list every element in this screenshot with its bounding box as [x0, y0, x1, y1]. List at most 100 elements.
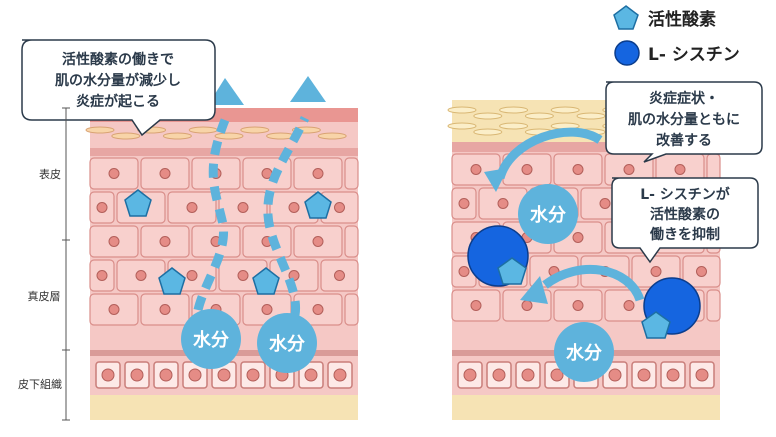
ros-pentagon	[124, 189, 152, 217]
surface-flake	[499, 106, 529, 114]
right-top-callout-line-1: 炎症症状・	[649, 90, 719, 107]
surface-flake	[499, 122, 529, 130]
left-callout-bubble	[21, 39, 216, 137]
skin-cell	[344, 157, 359, 190]
right-mid-callout-bubble	[611, 177, 759, 264]
right-arc-arrow-bottom	[542, 264, 645, 302]
right-subcutaneous-cells	[457, 361, 715, 389]
ros-pentagon	[641, 311, 671, 339]
water-label: 水分	[566, 342, 602, 364]
left-dashed-arrow-1	[193, 118, 230, 312]
legend-cystine-icon	[614, 40, 640, 66]
right-arc-head-bottom	[520, 276, 548, 304]
skin-cell	[344, 293, 359, 326]
right-cystine-binding	[467, 225, 701, 339]
water-label: 水分	[530, 204, 566, 226]
cell-nucleus	[237, 270, 249, 281]
cell-nucleus	[312, 236, 324, 247]
cell-nucleus	[674, 164, 686, 175]
cell-nucleus	[188, 368, 202, 382]
cell-nucleus	[608, 368, 622, 382]
water-label: 水分	[193, 329, 229, 351]
right-top-callout-line-2: 肌の水分量ともに	[628, 111, 740, 128]
left-callout-line-1: 活性酸素の働きで	[62, 51, 174, 68]
cell-nucleus	[96, 270, 108, 281]
cell-nucleus	[217, 368, 231, 382]
cell-nucleus	[521, 300, 533, 311]
cell-nucleus	[246, 368, 260, 382]
cell-nucleus	[108, 168, 120, 179]
cell-nucleus	[101, 368, 115, 382]
cell-nucleus	[334, 270, 345, 281]
surface-flake	[447, 106, 477, 114]
cell-nucleus	[521, 368, 535, 382]
surface-flake	[111, 132, 141, 140]
surface-flake	[85, 126, 115, 134]
surface-flake	[188, 126, 218, 134]
surface-flake	[317, 132, 347, 140]
cell-nucleus	[550, 368, 564, 382]
left-arrow-head-1	[208, 78, 244, 105]
right-mid-callout-line-1: L- シスチンが	[640, 186, 731, 203]
ros-pentagon	[497, 257, 527, 285]
water-circle	[518, 184, 578, 244]
right-arc-arrow-top	[495, 127, 603, 180]
cell-nucleus	[130, 368, 144, 382]
surface-flake	[214, 132, 244, 140]
water-circle	[181, 309, 241, 369]
cell-nucleus	[237, 202, 249, 213]
cell-nucleus	[572, 232, 584, 243]
right-mid-callout: L- シスチンが 活性酸素の 働きを抑制	[611, 177, 759, 264]
cell-nucleus	[186, 202, 198, 213]
surface-flake	[162, 132, 192, 140]
cell-nucleus	[572, 164, 584, 175]
epidermis-label: 表皮	[39, 167, 61, 181]
cell-nucleus	[312, 168, 324, 179]
cell-nucleus	[458, 198, 470, 209]
surface-flake	[447, 122, 477, 130]
water-circle	[554, 322, 614, 382]
cell-nucleus	[304, 368, 318, 382]
surface-flake	[550, 106, 580, 114]
cell-nucleus	[108, 236, 120, 247]
skin-cell	[706, 289, 721, 322]
ros-pentagon	[304, 191, 332, 219]
right-arc-head-top	[484, 168, 508, 192]
surface-flake	[473, 112, 503, 120]
right-top-callout-line-3: 改善する	[656, 132, 712, 149]
right-water-bubbles: 水分 水分	[518, 184, 614, 382]
cell-nucleus	[599, 198, 611, 209]
left-callout-line-3: 炎症が起こる	[76, 93, 160, 110]
surface-flake	[240, 126, 270, 134]
cell-nucleus	[572, 300, 584, 311]
cell-nucleus	[463, 368, 477, 382]
left-fat-layer	[90, 395, 358, 420]
left-skin-section	[85, 108, 359, 420]
cell-nucleus	[261, 304, 273, 315]
cell-nucleus	[159, 236, 171, 247]
surface-flake	[473, 128, 503, 136]
cell-nucleus	[108, 304, 120, 315]
legend-ros-icon	[613, 5, 639, 30]
left-callout: 活性酸素の働きで 肌の水分量が減少し 炎症が起こる	[21, 39, 216, 137]
water-circle	[257, 313, 317, 373]
cell-nucleus	[521, 164, 533, 175]
cell-nucleus	[135, 270, 147, 281]
cell-nucleus	[492, 368, 506, 382]
dermis-label: 真皮層	[28, 289, 61, 303]
right-top-callout-bubble	[605, 81, 763, 163]
cell-nucleus	[623, 164, 635, 175]
right-top-callout: 炎症症状・ 肌の水分量ともに 改善する	[605, 81, 763, 163]
water-label: 水分	[269, 333, 305, 355]
cell-nucleus	[186, 270, 198, 281]
right-mid-callout-line-3: 働きを抑制	[649, 226, 720, 243]
surface-flake	[576, 112, 606, 120]
cell-nucleus	[650, 266, 662, 277]
cell-nucleus	[96, 202, 108, 213]
left-arrow-head-2	[290, 76, 326, 102]
surface-flake	[524, 112, 554, 120]
legend-ros-label: 活性酸素	[648, 9, 716, 30]
cell-nucleus	[159, 368, 173, 382]
cell-nucleus	[666, 368, 680, 382]
